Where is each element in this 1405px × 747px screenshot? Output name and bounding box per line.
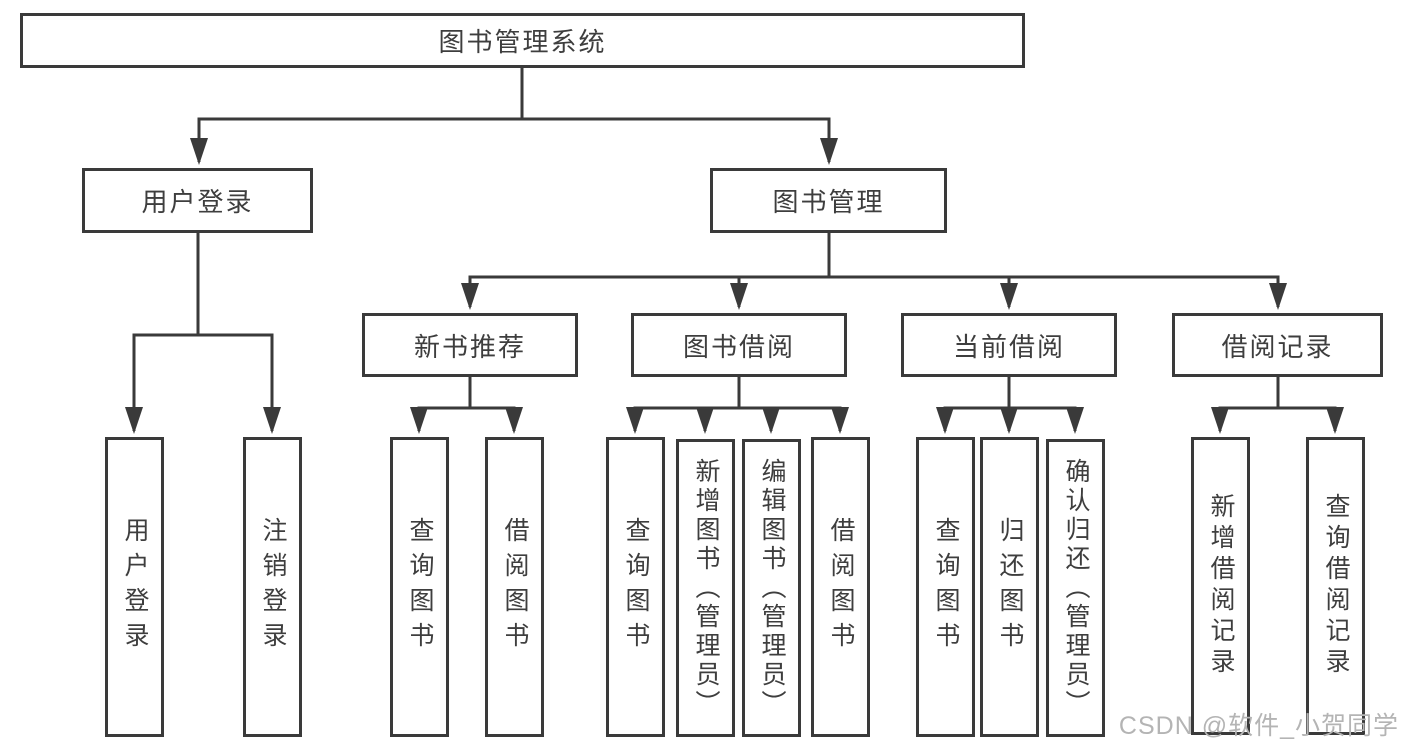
node-label: 查询借阅记录 xyxy=(1322,493,1350,679)
node-label: 注销登录 xyxy=(259,517,287,657)
node-borrowing-records: 借阅记录 xyxy=(1172,313,1383,377)
node-label: 借阅记录 xyxy=(1221,331,1334,362)
leaf-add-books-admin: 新增图书（管理员） xyxy=(676,439,735,737)
leaf-user-login: 用户登录 xyxy=(105,437,164,737)
node-label: 归还图书 xyxy=(996,517,1024,657)
node-library-management-system: 图书管理系统 xyxy=(20,13,1025,68)
leaf-logout-login: 注销登录 xyxy=(243,437,302,737)
leaf-borrow-books-recommend: 借阅图书 xyxy=(485,437,544,737)
leaf-confirm-return-admin: 确认归还（管理员） xyxy=(1046,439,1105,737)
node-label: 借阅图书 xyxy=(501,517,529,657)
node-label: 图书借阅 xyxy=(682,331,795,362)
node-label: 新增借阅记录 xyxy=(1207,493,1235,679)
node-label: 查询图书 xyxy=(622,517,650,657)
leaf-query-books-recommend: 查询图书 xyxy=(390,437,449,737)
leaf-query-books-current: 查询图书 xyxy=(916,437,975,737)
node-label: 当前借阅 xyxy=(952,331,1065,362)
node-label: 图书管理系统 xyxy=(438,27,607,57)
node-user-login: 用户登录 xyxy=(82,168,313,233)
node-label: 查询图书 xyxy=(932,517,960,657)
leaf-borrow-books-borrow: 借阅图书 xyxy=(811,437,870,737)
leaf-query-borrow-record: 查询借阅记录 xyxy=(1306,437,1365,735)
leaf-return-books: 归还图书 xyxy=(980,437,1039,737)
node-label: 用户登录 xyxy=(141,187,254,217)
node-label: 确认归还（管理员） xyxy=(1062,457,1090,719)
node-book-management: 图书管理 xyxy=(710,168,947,233)
leaf-add-borrow-record: 新增借阅记录 xyxy=(1191,437,1250,735)
node-current-borrowing: 当前借阅 xyxy=(901,313,1117,377)
node-new-book-recommendation: 新书推荐 xyxy=(362,313,578,377)
leaf-query-books-borrow: 查询图书 xyxy=(606,437,665,737)
node-label: 新书推荐 xyxy=(413,331,526,362)
node-label: 用户登录 xyxy=(121,517,149,657)
node-label: 借阅图书 xyxy=(827,517,855,657)
node-label: 编辑图书（管理员） xyxy=(758,457,786,719)
node-book-borrowing: 图书借阅 xyxy=(631,313,847,377)
node-label: 新增图书（管理员） xyxy=(692,457,720,719)
leaf-edit-books-admin: 编辑图书（管理员） xyxy=(742,439,801,737)
node-label: 图书管理 xyxy=(772,187,885,217)
watermark-text: CSDN @软件_小贺同学 xyxy=(1118,712,1399,740)
node-label: 查询图书 xyxy=(406,517,434,657)
